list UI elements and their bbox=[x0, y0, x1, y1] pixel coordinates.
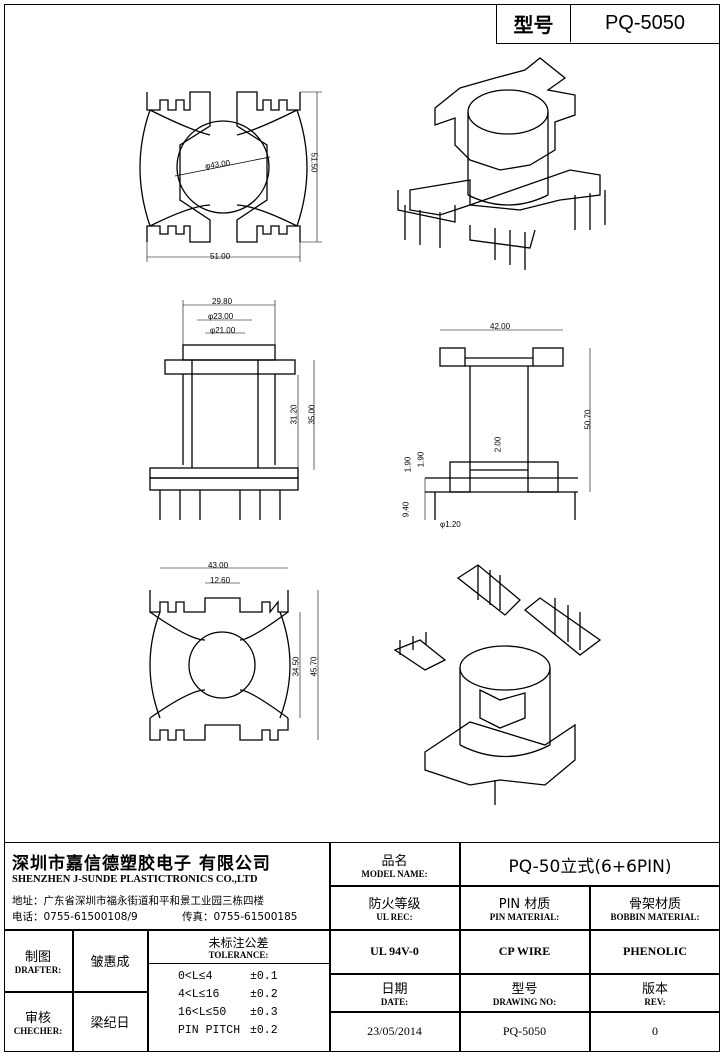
tolerance-row: 16<L≤50±0.3 bbox=[178, 1006, 278, 1019]
dim-bottom-gap: 12.60 bbox=[210, 576, 231, 585]
checker-name: 梁纪日 bbox=[90, 1016, 130, 1031]
drawing-no-label: 型号 DRAWING NO: bbox=[492, 982, 557, 1007]
dim-side-c: 2.00 bbox=[493, 436, 503, 453]
pin-material-value: CP WIRE bbox=[498, 944, 551, 958]
bottom-view bbox=[149, 567, 319, 741]
dim-top-height: 51.50 bbox=[309, 152, 319, 173]
company-tel: 电话：0755-61500108/9 bbox=[12, 911, 138, 923]
tolerance-block: 未标注公差 TOLERANCE: 0<L≤4±0.1 4<L≤16±0.2 16… bbox=[148, 930, 329, 1051]
dim-bottom-h1: 34.50 bbox=[291, 656, 301, 677]
dim-side-h: 50.70 bbox=[583, 409, 593, 430]
dim-top-width: 51.00 bbox=[210, 252, 231, 261]
company-fax: 传真：0755-61500185 bbox=[182, 911, 298, 923]
drawing-frame bbox=[4, 4, 720, 1052]
bobbin-material-value: PHENOLIC bbox=[622, 944, 687, 958]
dim-side-b: 1.90 bbox=[416, 451, 426, 468]
date-label: 日期 DATE: bbox=[380, 982, 409, 1007]
tolerance-label-cn: 未标注公差 bbox=[208, 936, 269, 950]
dim-front-h1: 31.20 bbox=[289, 404, 299, 425]
model-name-label-en: MODEL NAME: bbox=[361, 868, 428, 879]
header-model-box: 型号 PQ-5050 bbox=[496, 4, 720, 44]
isometric-view-bottom bbox=[393, 564, 602, 805]
dim-side-pin-dia: φ1.20 bbox=[440, 520, 461, 529]
dim-bottom-h2: 45.70 bbox=[309, 656, 319, 677]
company-name-en: SHENZHEN J-SUNDE PLASTICTRONICS CO.,LTD bbox=[12, 874, 258, 885]
rev-label: 版本 REV: bbox=[641, 982, 668, 1007]
dim-front-w3: φ21.00 bbox=[210, 326, 236, 335]
header-model-value: PQ-5050 bbox=[604, 11, 686, 34]
dim-side-a: 1.90 bbox=[403, 456, 413, 473]
checker-label: 审核 CHECHER: bbox=[13, 1011, 63, 1036]
dim-front-w2: φ23.00 bbox=[208, 312, 234, 321]
pin-material-label: PIN 材质 PIN MATERIAL: bbox=[489, 897, 560, 922]
dim-side-w: 42.00 bbox=[490, 322, 511, 331]
ul-rec-label: 防火等级 UL REC: bbox=[368, 897, 421, 922]
drafter-name: 皱惠成 bbox=[90, 955, 130, 970]
header-model-label: 型号 bbox=[497, 4, 571, 42]
drawing-no-value: PQ-5050 bbox=[502, 1024, 547, 1038]
dim-front-h2: 35.00 bbox=[307, 404, 317, 425]
company-address: 地址：广东省深圳市福永街道和平和景工业园三栋四楼 bbox=[12, 895, 264, 907]
company-name-cn: 深圳市嘉信德塑胶电子 有限公司 bbox=[12, 854, 271, 874]
isometric-view-top bbox=[397, 57, 606, 270]
tolerance-row: PIN PITCH±0.2 bbox=[178, 1024, 278, 1037]
model-name-label-cell: 品名 MODEL NAME: bbox=[330, 843, 459, 885]
tolerance-row: 4<L≤16±0.2 bbox=[178, 988, 278, 1001]
dim-front-w1: 29.80 bbox=[212, 297, 233, 306]
model-name-label-cn: 品名 bbox=[381, 853, 408, 869]
rev-value: 0 bbox=[652, 1024, 658, 1038]
tolerance-row: 0<L≤4±0.1 bbox=[178, 970, 278, 983]
dim-bottom-w: 43.00 bbox=[208, 561, 229, 570]
front-view bbox=[149, 300, 315, 520]
top-view bbox=[139, 91, 322, 262]
drafter-label: 制图 DRAFTER: bbox=[14, 950, 62, 975]
tolerance-label-en: TOLERANCE: bbox=[208, 950, 269, 960]
dim-side-pin: 9.40 bbox=[401, 501, 411, 518]
ul-value: UL 94V-0 bbox=[370, 944, 419, 958]
model-name-value: PQ-50立式(6+6PIN) bbox=[508, 856, 672, 877]
bobbin-material-label: 骨架材质 BOBBIN MATERIAL: bbox=[610, 897, 700, 922]
title-block: 深圳市嘉信德塑胶电子 有限公司 SHENZHEN J-SUNDE PLASTIC… bbox=[4, 842, 720, 1052]
side-view bbox=[424, 329, 591, 520]
date-value: 23/05/2014 bbox=[367, 1024, 422, 1038]
